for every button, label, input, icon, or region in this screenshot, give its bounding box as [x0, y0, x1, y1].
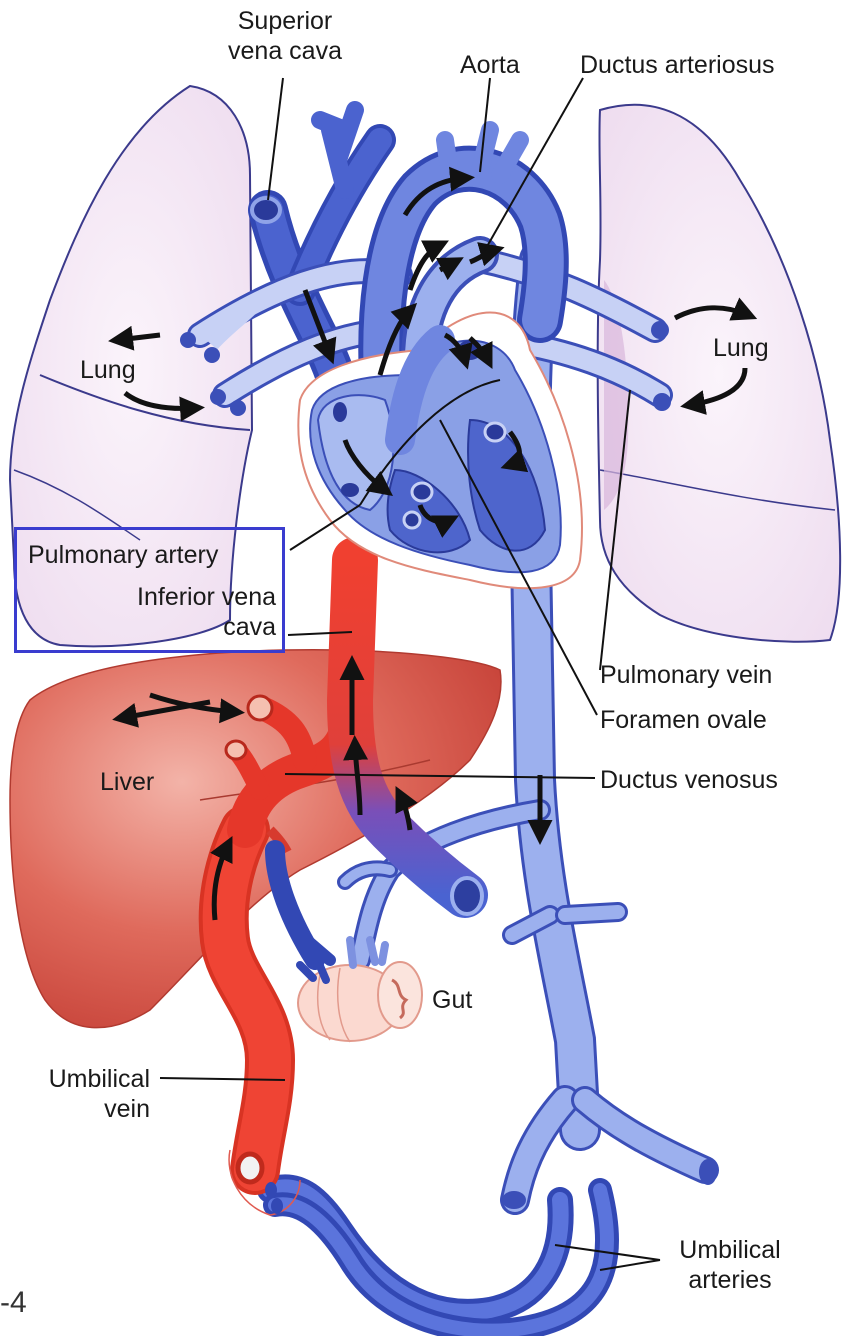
label-lung-right: Lung: [713, 333, 769, 363]
gut: [298, 962, 422, 1042]
label-foramen-ovale: Foramen ovale: [600, 705, 767, 735]
label-umbilical-arteries: Umbilical arteries: [655, 1235, 805, 1295]
label-inferior-vena-cava: Inferior vena cava: [60, 582, 276, 642]
label-lung-left: Lung: [80, 355, 136, 385]
label-gut: Gut: [432, 985, 472, 1015]
label-ductus-arteriosus: Ductus arteriosus: [580, 50, 775, 80]
iliac-branch-left-end: [502, 1191, 526, 1209]
label-ductus-venosus: Ductus venosus: [600, 765, 778, 795]
label-liver: Liver: [100, 767, 154, 797]
label-aorta: Aorta: [460, 50, 520, 80]
umbilical-vein-end: [238, 1154, 262, 1182]
label-pulmonary-vein: Pulmonary vein: [600, 660, 772, 690]
iliac-branch-right-end: [699, 1159, 717, 1185]
label-superior-vena-cava: Superior vena cava: [200, 6, 370, 66]
ivc-lower-end: [452, 878, 482, 914]
label-pulmonary-artery: Pulmonary artery: [28, 540, 218, 570]
page-number: -4: [0, 1286, 27, 1320]
label-umbilical-vein: Umbilical vein: [0, 1064, 150, 1124]
